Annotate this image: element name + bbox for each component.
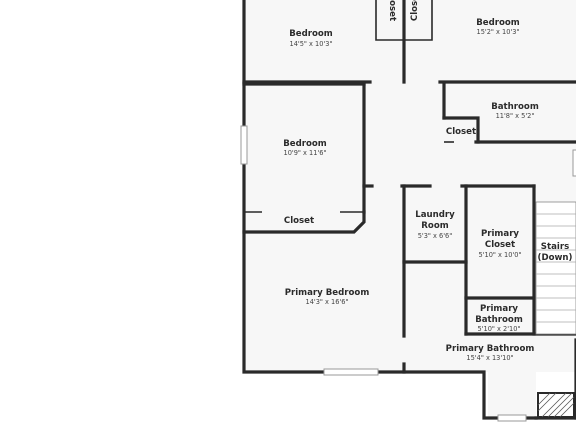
room-name-line: Primary [480,304,518,314]
closet-label: Closet [284,216,314,226]
wall [242,210,366,234]
wall [442,116,480,144]
room-dimensions: 11'8" x 5'2" [496,112,535,120]
room-dimensions: 5'10" x 2'10" [478,325,521,333]
room-dimensions: 10'9" x 11'6" [284,149,327,157]
stair-treads [536,213,576,323]
room-name: Primary Bedroom [285,288,370,298]
window [323,368,379,376]
room-dimensions: 15'4" x 13'10" [466,354,513,362]
room-name: Bedroom [476,18,520,28]
closet-label-rotated: Closet [387,0,397,21]
floor-area [244,0,576,418]
room-dimensions: 14'3" x 16'6" [306,298,349,306]
room-name-line: Primary [481,229,519,239]
room-dimensions: 5'10" x 10'0" [479,251,522,259]
room-name-line: Room [421,221,448,231]
window [240,125,248,165]
window [572,149,576,177]
hatch-lines [537,392,575,418]
window [497,414,527,422]
closet-label-rotated: Closet [410,0,420,21]
room-name: Bedroom [289,29,333,39]
room-dimensions: 14'5" x 10'3" [290,40,333,48]
room-name: Bathroom [491,102,539,112]
room-name: Bedroom [283,139,327,149]
room-name-line: Bathroom [475,315,523,325]
room-name-line: Closet [485,240,515,250]
stairs-label-line: Stairs [541,242,569,252]
room-dimensions: 5'3" x 6'6" [418,232,453,240]
room-name: Primary Bathroom [446,344,535,354]
stairs-label-line: (Down) [538,253,573,263]
closet-label: Closet [446,127,476,137]
room-dimensions: 15'2" x 10'3" [477,28,520,36]
stairs-area [535,201,576,335]
room-name-line: Laundry [415,210,455,220]
